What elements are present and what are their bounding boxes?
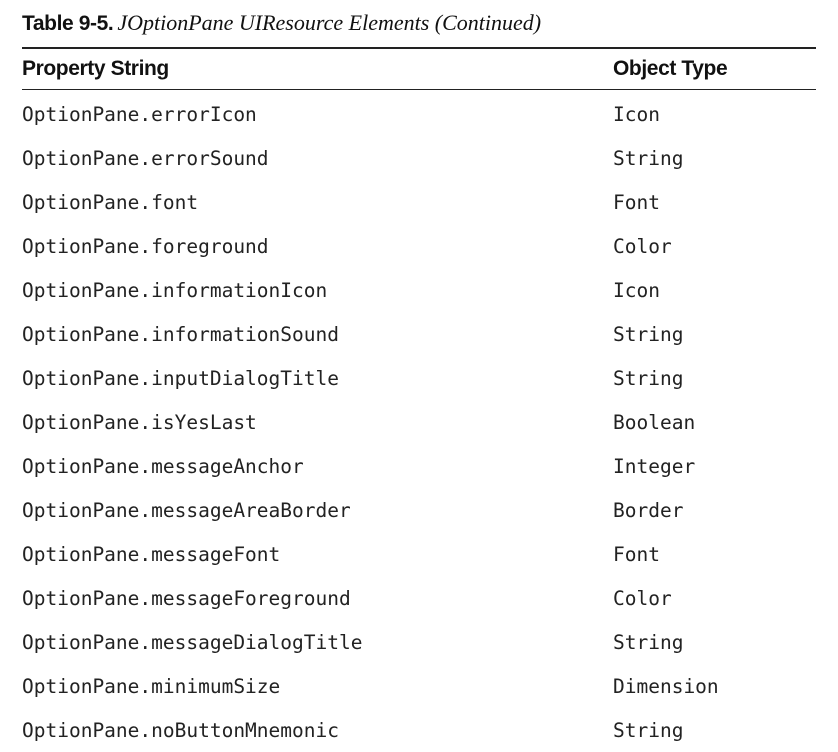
property-string-cell: OptionPane.informationSound	[22, 322, 339, 346]
table-row: OptionPane.isYesLast Boolean	[22, 400, 816, 444]
object-type-cell: Border	[613, 498, 684, 522]
column-header-object-type: Object Type	[613, 57, 728, 80]
property-string-cell: OptionPane.isYesLast	[22, 410, 257, 434]
object-type-cell: Icon	[613, 278, 660, 302]
object-type-cell: Icon	[613, 102, 660, 126]
property-string-cell: OptionPane.font	[22, 190, 199, 214]
table-row: OptionPane.foreground Color	[22, 224, 816, 268]
table-row: OptionPane.messageFont Font	[22, 532, 816, 576]
property-string-cell: OptionPane.noButtonMnemonic	[22, 718, 339, 742]
object-type-cell: String	[613, 322, 684, 346]
object-type-cell: Font	[613, 542, 660, 566]
document-page: Table 9-5.JOptionPane UIResource Element…	[22, 0, 816, 752]
property-string-cell: OptionPane.messageFont	[22, 542, 281, 566]
table-row: OptionPane.inputDialogTitle String	[22, 356, 816, 400]
property-string-cell: OptionPane.errorIcon	[22, 102, 257, 126]
table-row: OptionPane.messageAnchor Integer	[22, 444, 816, 488]
object-type-cell: Integer	[613, 454, 696, 478]
table-row: OptionPane.noButtonMnemonic String	[22, 708, 816, 752]
table-header-rule	[22, 89, 816, 90]
object-type-cell: String	[613, 630, 684, 654]
table-row: OptionPane.font Font	[22, 180, 816, 224]
table-caption-label: Table 9-5.	[22, 12, 114, 35]
table-caption-title: JOptionPane UIResource Elements (Continu…	[117, 10, 542, 35]
object-type-cell: Color	[613, 234, 672, 258]
table-row: OptionPane.messageAreaBorder Border	[22, 488, 816, 532]
property-string-cell: OptionPane.messageDialogTitle	[22, 630, 363, 654]
object-type-cell: Boolean	[613, 410, 696, 434]
table-row: OptionPane.errorIcon Icon	[22, 92, 816, 136]
table-row: OptionPane.minimumSize Dimension	[22, 664, 816, 708]
object-type-cell: Dimension	[613, 674, 719, 698]
table-row: OptionPane.informationSound String	[22, 312, 816, 356]
object-type-cell: String	[613, 366, 684, 390]
table-top-rule	[22, 47, 816, 49]
object-type-cell: String	[613, 146, 684, 170]
property-string-cell: OptionPane.errorSound	[22, 146, 269, 170]
property-string-cell: OptionPane.messageAnchor	[22, 454, 304, 478]
table-row: OptionPane.messageForeground Color	[22, 576, 816, 620]
object-type-cell: Color	[613, 586, 672, 610]
property-string-cell: OptionPane.informationIcon	[22, 278, 328, 302]
table-row: OptionPane.informationIcon Icon	[22, 268, 816, 312]
object-type-cell: String	[613, 718, 684, 742]
property-string-cell: OptionPane.messageAreaBorder	[22, 498, 351, 522]
table-row: OptionPane.messageDialogTitle String	[22, 620, 816, 664]
property-string-cell: OptionPane.minimumSize	[22, 674, 281, 698]
column-header-property-string: Property String	[22, 57, 169, 80]
object-type-cell: Font	[613, 190, 660, 214]
table-header: Property String Object Type	[22, 49, 816, 89]
table-row: OptionPane.errorSound String	[22, 136, 816, 180]
property-string-cell: OptionPane.inputDialogTitle	[22, 366, 339, 390]
property-string-cell: OptionPane.messageForeground	[22, 586, 351, 610]
property-string-cell: OptionPane.foreground	[22, 234, 269, 258]
table-body: OptionPane.errorIcon Icon OptionPane.err…	[22, 92, 816, 752]
table-caption: Table 9-5.JOptionPane UIResource Element…	[22, 8, 816, 42]
